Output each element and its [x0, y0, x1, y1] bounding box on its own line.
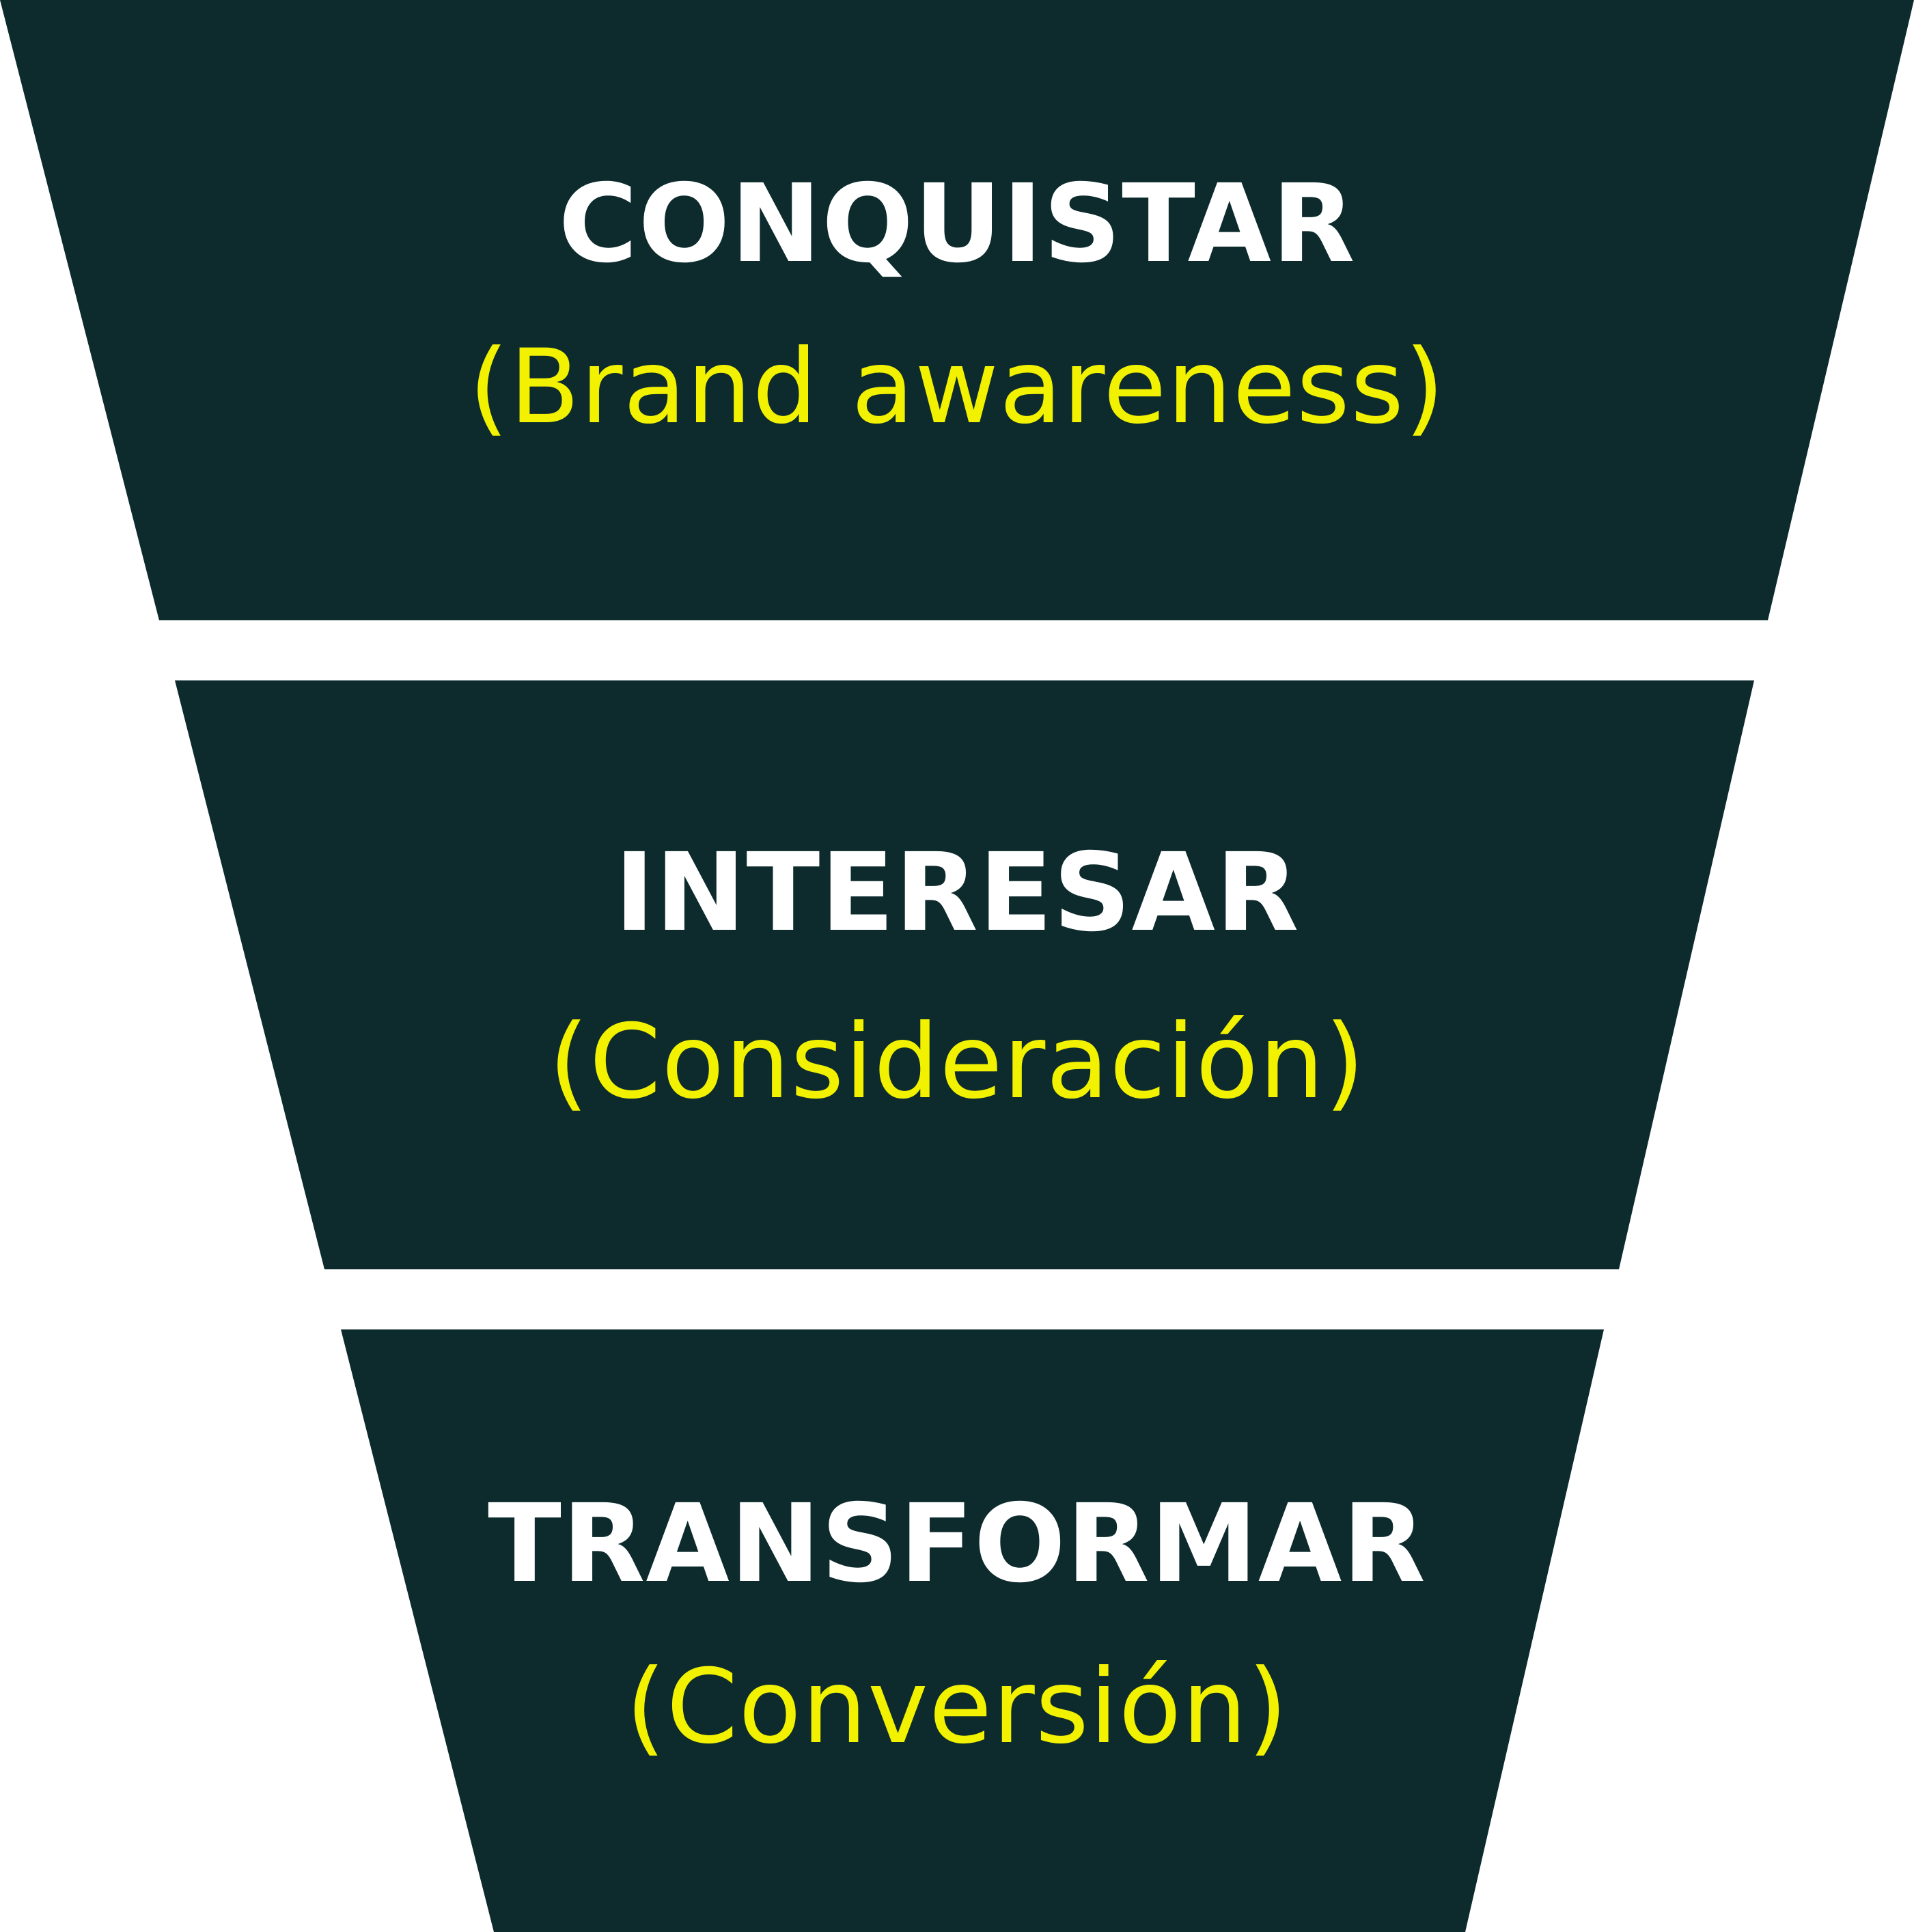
- stage-2-title: INTERESAR: [614, 830, 1300, 956]
- stage-3-title: TRANSFORMAR: [488, 1481, 1426, 1607]
- funnel-stage-2-shape: [175, 680, 1754, 1269]
- stage-1-title: CONQUISTAR: [558, 161, 1356, 287]
- stage-3-subtitle: (Conversión): [625, 1648, 1288, 1767]
- stage-1-subtitle: (Brand awareness): [469, 328, 1445, 447]
- stage-2-subtitle: (Consideración): [549, 1003, 1365, 1122]
- funnel-stage-1-shape: [0, 0, 1914, 620]
- funnel-stage-3-shape: [341, 1329, 1604, 1932]
